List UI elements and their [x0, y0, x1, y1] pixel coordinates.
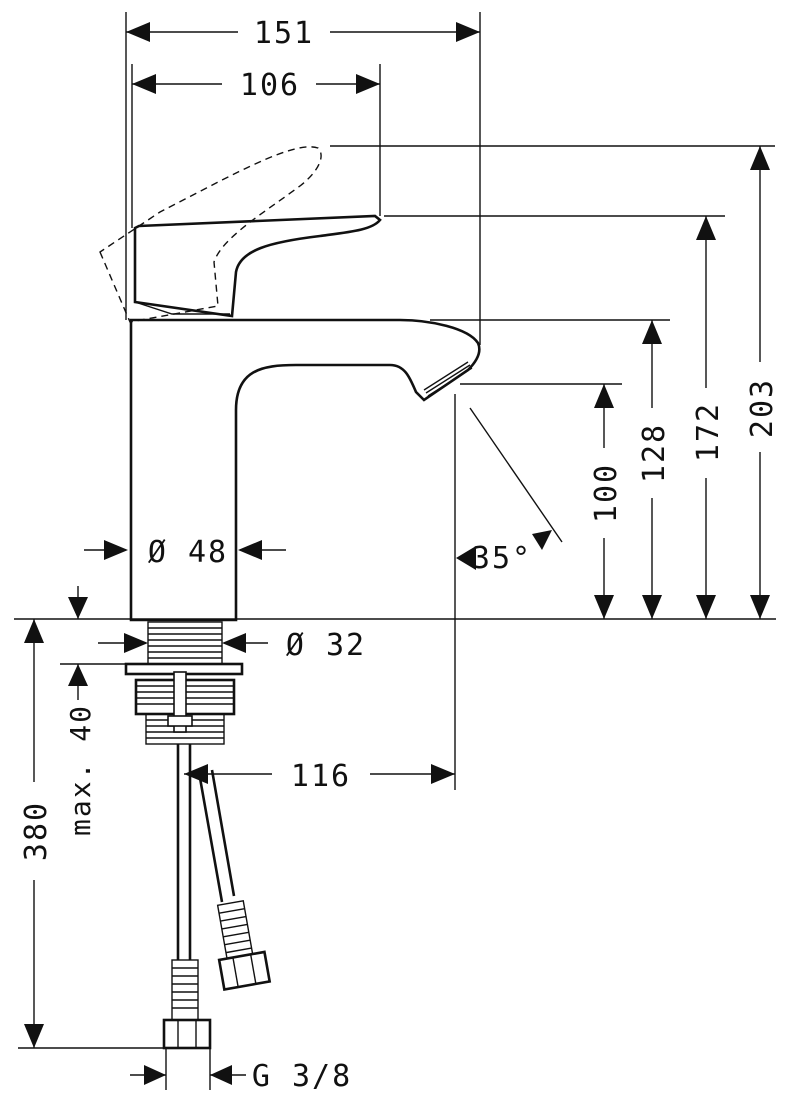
label-151: 151	[254, 16, 314, 51]
dim-height-172: 172	[691, 216, 726, 619]
label-g-3-8: G 3/8	[252, 1059, 352, 1094]
lever	[133, 214, 382, 318]
label-max-40: max. 40	[64, 704, 97, 836]
extension-lines	[14, 12, 776, 1090]
label-35-degrees: 35°	[472, 541, 532, 576]
label-116: 116	[291, 759, 351, 794]
dim-shank-diameter: Ø 32	[98, 628, 366, 663]
dim-lever-reach: 106	[132, 68, 380, 103]
lever-open-dashed	[99, 146, 322, 323]
dim-hose-length: 380	[19, 619, 54, 1048]
label-380: 380	[19, 801, 54, 861]
dim-body-diameter: Ø 48	[84, 535, 286, 570]
dim-connection-thread: G 3/8	[130, 1059, 352, 1094]
label-128: 128	[637, 423, 672, 483]
dim-height-128: 128	[637, 320, 672, 619]
label-203: 203	[745, 378, 780, 438]
label-172: 172	[691, 402, 726, 462]
faucet-body	[129, 318, 481, 622]
mounting-assembly	[124, 621, 244, 745]
dim-height-100: 100	[589, 384, 624, 619]
label-106: 106	[240, 68, 300, 103]
supply-hoses	[162, 744, 272, 1050]
dim-height-203: 203	[745, 146, 780, 619]
dim-spout-projection: 116	[184, 759, 455, 794]
label-100: 100	[589, 463, 624, 523]
dim-max-deck-thickness: max. 40	[64, 586, 97, 836]
label-diameter-48: Ø 48	[148, 535, 228, 570]
dim-spout-angle: 35°	[456, 530, 552, 576]
dim-overall-width: 151	[126, 16, 480, 51]
label-diameter-32: Ø 32	[286, 628, 366, 663]
